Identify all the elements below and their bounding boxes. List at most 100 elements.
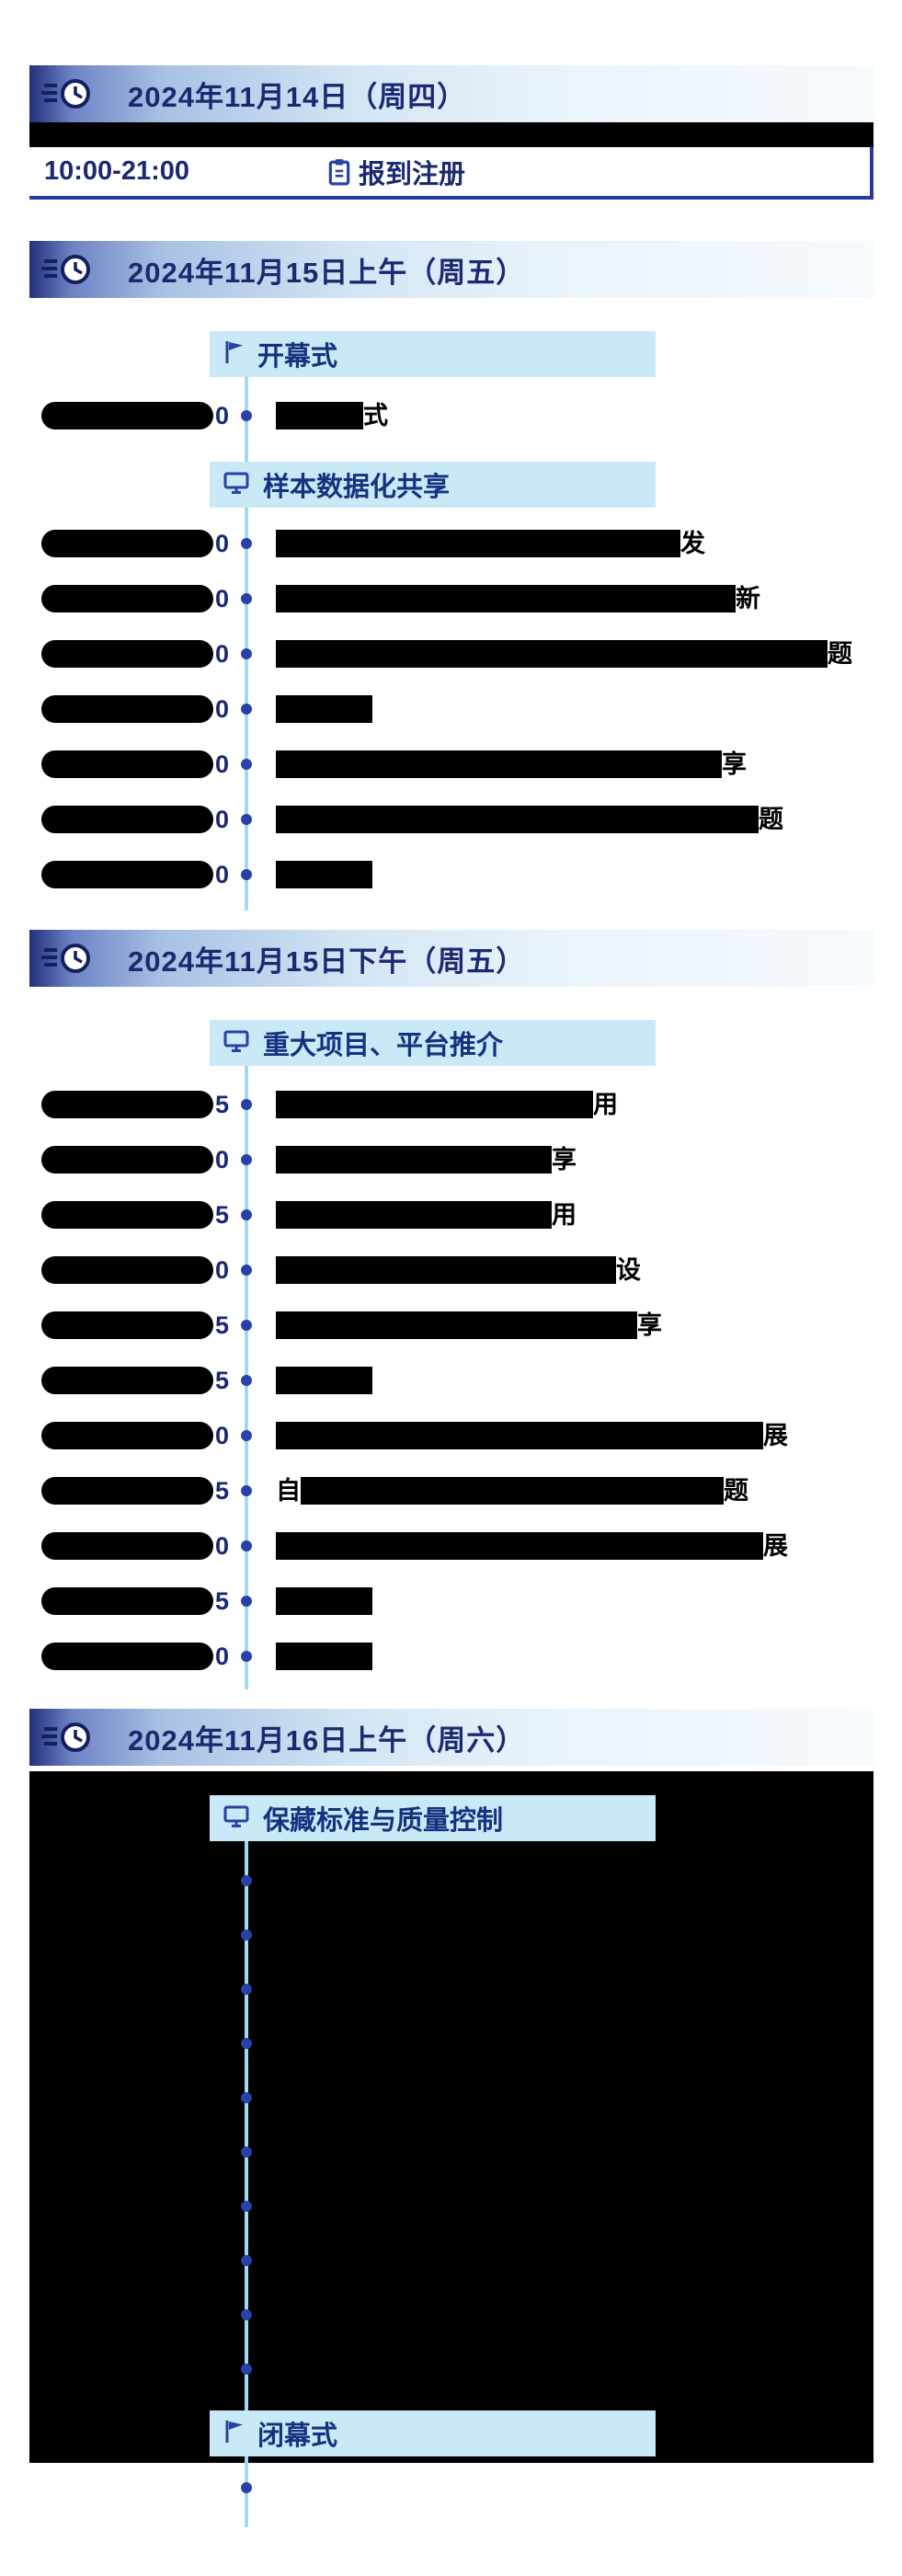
redaction-block: 保藏标准与质量控制 闭幕式 [29, 1771, 873, 2463]
time-digit: 0 [215, 640, 230, 668]
agenda-row: 0 新 [29, 585, 873, 613]
timeline-dot [241, 1265, 252, 1276]
agenda-item [276, 1587, 372, 1615]
time-digit: 0 [215, 1422, 230, 1449]
redacted-text [276, 1422, 763, 1449]
agenda-text-suffix: 设 [616, 1256, 641, 1284]
time-digit: 5 [215, 1091, 230, 1118]
timeline-dot [241, 1209, 252, 1220]
session-label: 保藏标准与质量控制 [210, 1795, 656, 1841]
timeline-dot [241, 538, 252, 549]
agenda-item: 享 [276, 750, 747, 778]
time-digit: 5 [215, 1477, 230, 1505]
redacted-time [41, 861, 213, 888]
section-day3-morning: 2024年11月16日上午（周六） 保藏标准与质量控制 [29, 1709, 873, 2573]
timeline-dot [241, 1875, 252, 1886]
opening-ceremony-label: 开幕式 [210, 331, 656, 377]
timeline-dot [241, 1375, 252, 1386]
time-digit: 0 [215, 695, 230, 723]
time-digit: 0 [215, 585, 230, 613]
agenda-row: 0 展 [29, 1422, 873, 1449]
redacted-text [276, 585, 736, 613]
agenda-row: 0 题 [29, 806, 873, 833]
timeline-dot [241, 2255, 252, 2266]
session-title: 开幕式 [257, 342, 338, 372]
redacted-time [41, 1201, 213, 1229]
section-day2-morning: 2024年11月15日上午（周五） 开幕式 0 式 [29, 241, 873, 910]
day-header: 2024年11月15日下午（周五） [29, 930, 873, 987]
agenda-text-suffix: 展 [763, 1532, 788, 1560]
time-digit: 0 [215, 750, 230, 778]
timeline-line [245, 2463, 248, 2527]
timeline-dot [241, 1485, 252, 1496]
closing-ceremony-label: 闭幕式 [210, 2410, 656, 2456]
agenda-row: 0 设 [29, 1256, 873, 1284]
redacted-time [41, 1146, 213, 1174]
agenda-item: 题 [276, 806, 783, 833]
timeline-dot [241, 1430, 252, 1441]
timeline-dot [241, 2092, 252, 2103]
day-header: 2024年11月16日上午（周六） [29, 1709, 873, 1766]
redacted-text [276, 640, 828, 668]
agenda-text-suffix: 题 [724, 1477, 748, 1505]
agenda-item: 用 [276, 1091, 618, 1118]
redacted-time [41, 1091, 213, 1118]
time-digit: 0 [215, 1532, 230, 1560]
timeline-dot [241, 1154, 252, 1165]
agenda-row: 5 自 题 [29, 1477, 873, 1505]
timeline-dot [241, 2364, 252, 2375]
clock-icon [41, 1719, 106, 1756]
timeline-dot [241, 869, 252, 880]
redacted-text [276, 1201, 552, 1229]
agenda-row: 0 发 [29, 530, 873, 557]
time-digit: 0 [215, 1643, 230, 1670]
day-header: 2024年11月15日上午（周五） [29, 241, 873, 298]
monitor-icon [223, 471, 250, 499]
timeline-dot [241, 1320, 252, 1331]
redaction-bar [29, 122, 873, 147]
redacted-text [276, 695, 372, 723]
agenda-item: 享 [276, 1146, 577, 1174]
redacted-time [41, 1477, 213, 1505]
timeline-dot [241, 1540, 252, 1551]
redacted-time [41, 1367, 213, 1394]
timeline-line [245, 1797, 248, 2463]
agenda-row: 5 用 [29, 1201, 873, 1229]
timeline-dot [241, 1596, 252, 1607]
agenda-text-suffix: 展 [763, 1422, 788, 1449]
day-header: 2024年11月14日（周四） [29, 65, 873, 122]
redacted-text [276, 1367, 372, 1394]
agenda-item: 自 题 [276, 1477, 748, 1505]
registration-row: 10:00-21:00 报到注册 [29, 147, 873, 200]
section-day1: 2024年11月14日（周四） 10:00-21:00 报到注册 [29, 65, 873, 200]
time-digit: 0 [215, 530, 230, 557]
redacted-text [276, 1311, 637, 1339]
redacted-time [41, 585, 213, 613]
session-label: 重大项目、平台推介 [210, 1020, 656, 1066]
session-title: 样本数据化共享 [263, 473, 451, 502]
redacted-time [41, 402, 213, 429]
redacted-text [276, 402, 363, 429]
timeline-dot [241, 410, 252, 421]
time-digit: 5 [215, 1367, 230, 1394]
redacted-text [301, 1477, 724, 1505]
timeline-dot [241, 814, 252, 825]
redacted-time [41, 1422, 213, 1449]
agenda-row: 0 享 [29, 750, 873, 778]
timeline-dot [241, 2482, 252, 2493]
agenda-row: 0 [29, 695, 873, 723]
redacted-text [276, 1146, 552, 1174]
redacted-time [41, 806, 213, 833]
day-header-title: 2024年11月15日下午（周五） [128, 945, 526, 978]
agenda-row: 0 题 [29, 640, 873, 668]
session-title: 闭幕式 [257, 2421, 338, 2451]
timeline-day2pm: 重大项目、平台推介 5 用 0 享 [29, 1020, 873, 1689]
timeline-dot [241, 1099, 252, 1110]
agenda-item: 用 [276, 1201, 577, 1229]
timeline-dot [241, 593, 252, 604]
flag-icon [223, 2419, 245, 2449]
agenda-item: 享 [276, 1311, 662, 1339]
registration-label: 报到注册 [359, 159, 466, 189]
session-title: 重大项目、平台推介 [263, 1031, 504, 1060]
redacted-time [41, 1532, 213, 1560]
